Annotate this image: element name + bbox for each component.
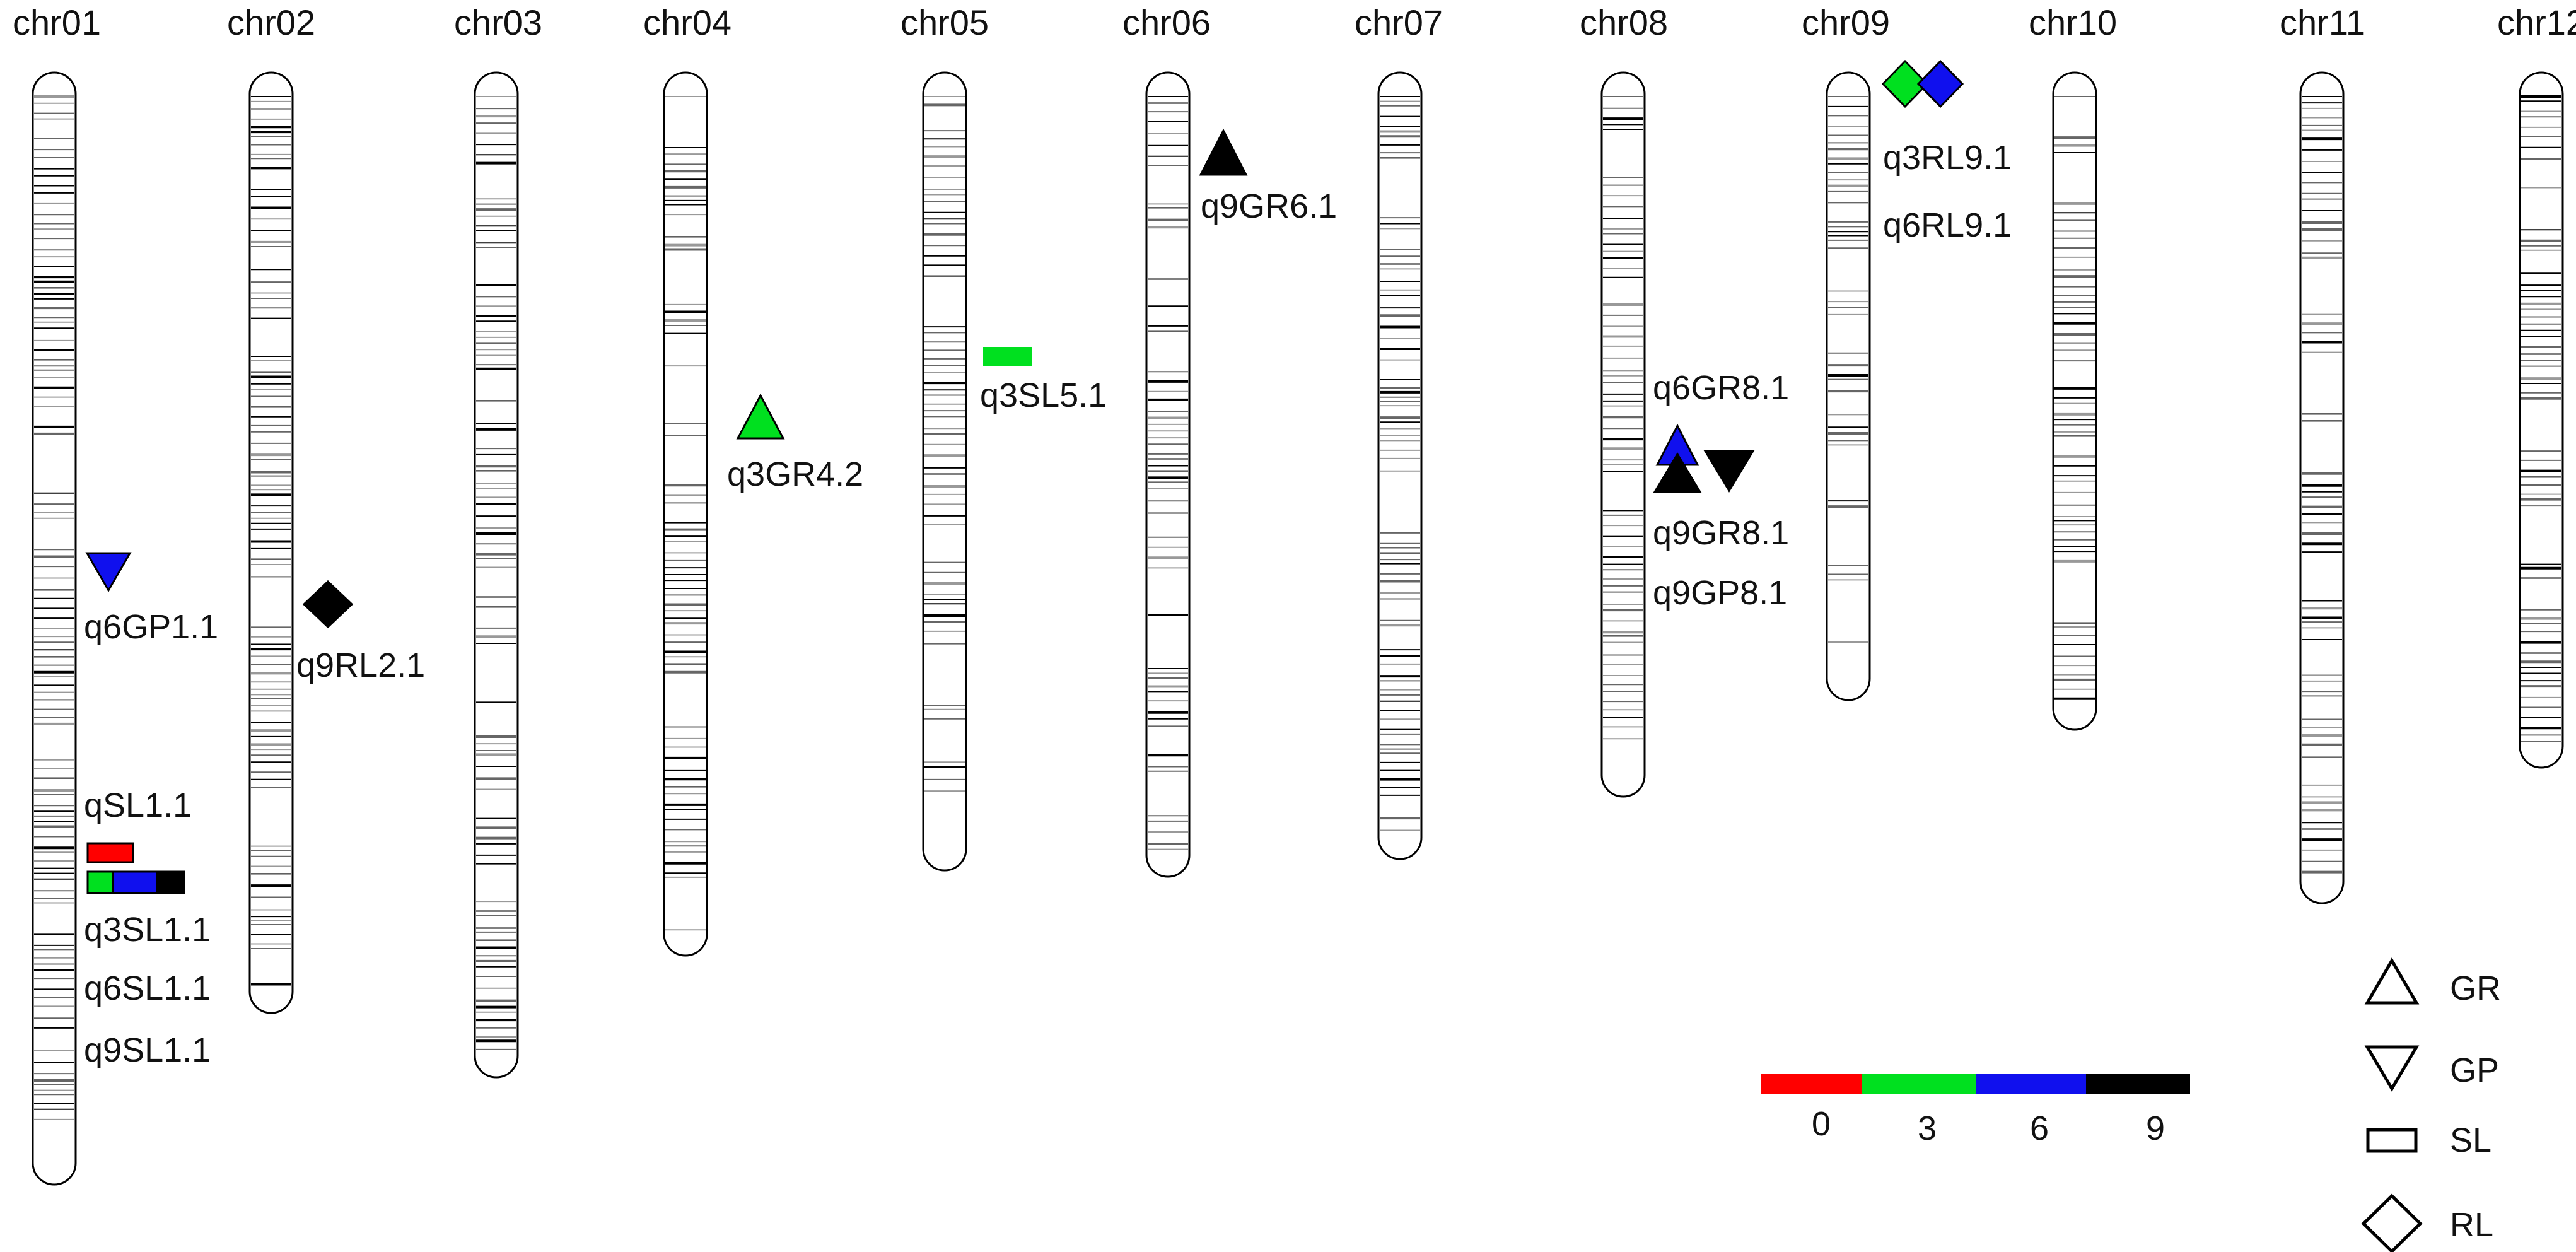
chr-label-03: chr03 [454,3,542,42]
marker-q3SL1.1 [86,870,114,894]
scale-tick-label: 6 [2030,1109,2049,1147]
chr-label-10: chr10 [2029,3,2117,42]
qtl-label: q6GR8.1 [1653,369,1789,407]
legend-triangle-up-icon [2364,957,2420,1005]
marker-q6RL9.1 [1916,59,1964,108]
legend-label-sl: SL [2450,1121,2491,1159]
marker-q6SL1.1 [112,870,158,894]
chr-label-05: chr05 [900,3,989,42]
qtl-label: q9SL1.1 [84,1031,211,1069]
color-scale-legend: 0 3 6 9 [1761,1074,2190,1147]
chromosome-05 [922,71,967,872]
chromosome-body [1826,71,1871,701]
legend-rect-icon [2366,1128,2418,1153]
chromosome-body [2519,71,2564,769]
qtl-label: q6RL9.1 [1883,206,2012,244]
chromosome-body [1145,71,1191,878]
chromosome-09 [1826,71,1871,701]
scale-segment-9 [2086,1074,2190,1094]
legend-label-rl: RL [2450,1206,2493,1244]
chr-label-02: chr02 [227,3,315,42]
marker-q3SL5.1 [983,347,1032,366]
marker-q9RL2.1 [302,580,354,629]
qtl-label: qSL1.1 [84,787,192,824]
chromosome-07 [1377,71,1423,860]
qtl-label: q9RL2.1 [296,646,425,684]
chr-label-08: chr08 [1580,3,1668,42]
chromosome-11 [2299,71,2345,904]
qtl-label: q3SL5.1 [980,377,1107,414]
chromosome-labels: chr01 chr02 chr03 chr04 chr05 chr06 chr0… [13,3,2576,42]
scale-tick-label: 0 [1812,1105,1831,1143]
qtl-label: q6SL1.1 [84,969,211,1007]
qtl-label: q3RL9.1 [1883,139,2012,177]
qtl-label: q6GP1.1 [84,608,218,646]
qtl-label: q9GR6.1 [1201,187,1337,225]
marker-q9SL1.1 [156,870,185,894]
chromosome-body [2299,71,2345,904]
legend-diamond-icon [2361,1193,2423,1252]
chromosome-body [663,71,708,957]
chromosome-01 [32,71,77,1186]
marker-q3RL9.1 [1881,59,1929,108]
chromosome-04 [663,71,708,957]
qtl-label: q3GR4.2 [727,455,863,493]
shape-legend: GR GP SL RL [2361,957,2501,1252]
chr-label-07: chr07 [1355,3,1443,42]
qtl-labels: q6GP1.1 qSL1.1 q3SL1.1 q6SL1.1 q9SL1.1 q… [84,139,2012,1069]
legend-label-gr: GR [2450,969,2501,1007]
qtl-label: q3SL1.1 [84,911,211,949]
chromosome-12 [2519,71,2564,769]
marker-q9GP8.1 [1703,450,1755,493]
chromosome-body [1377,71,1423,860]
chromosome-06 [1145,71,1191,878]
chr-label-04: chr04 [643,3,731,42]
qtl-label: q9GP8.1 [1653,574,1787,612]
chromosome-body [2052,71,2097,731]
chromosome-body [922,71,967,872]
marker-qSL1.1 [86,842,134,863]
chromosome-10 [2052,71,2097,731]
chr-label-11: chr11 [2280,3,2365,42]
scale-segment-6 [1976,1074,2086,1094]
qtl-label: q9GR8.1 [1653,514,1789,552]
scale-segment-0 [1761,1074,1862,1094]
scale-tick-label: 9 [2146,1109,2165,1147]
chr-label-12: chr12 [2497,3,2576,42]
chromosome-02 [248,71,294,1014]
legend-triangle-down-icon [2364,1045,2420,1092]
marker-q9GR6.1 [1199,128,1248,176]
chr-label-06: chr06 [1122,3,1211,42]
marker-q6GP1.1 [85,552,132,593]
chromosome-08 [1600,71,1646,798]
chromosome-body [474,71,519,1079]
legend-label-gp: GP [2450,1051,2499,1089]
scale-tick-label: 3 [1918,1109,1937,1147]
scale-segment-3 [1862,1074,1976,1094]
chr-label-01: chr01 [13,3,101,42]
chromosome-body [1600,71,1646,798]
marker-q9GR8.1 [1653,452,1702,493]
chr-label-09: chr09 [1802,3,1890,42]
chromosome-03 [474,71,519,1079]
qtl-markers [85,59,1964,894]
marker-q3GR4.2 [736,393,785,440]
